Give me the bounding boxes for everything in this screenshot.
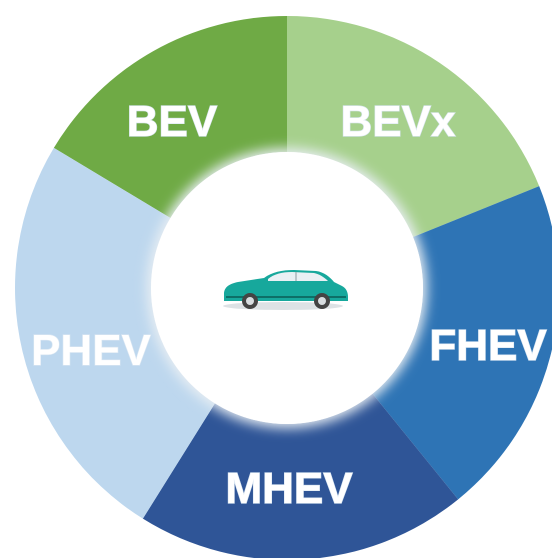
ring-segment-phev bbox=[14, 147, 215, 519]
segment-label-bev: BEV bbox=[127, 97, 218, 146]
segment-label-fhev: FHEV bbox=[429, 321, 547, 370]
ring-segment-mhev bbox=[142, 393, 459, 558]
segment-label-phev: PHEV bbox=[31, 326, 151, 375]
ring-segment-fhev bbox=[372, 186, 552, 500]
segment-label-bevx: BEVx bbox=[341, 97, 456, 146]
segment-label-mhev: MHEV bbox=[225, 464, 353, 513]
car-icon bbox=[223, 270, 348, 310]
ring-segment-bev bbox=[53, 16, 287, 218]
ring-segments bbox=[14, 16, 552, 558]
ring-segment-bevx bbox=[287, 16, 540, 238]
